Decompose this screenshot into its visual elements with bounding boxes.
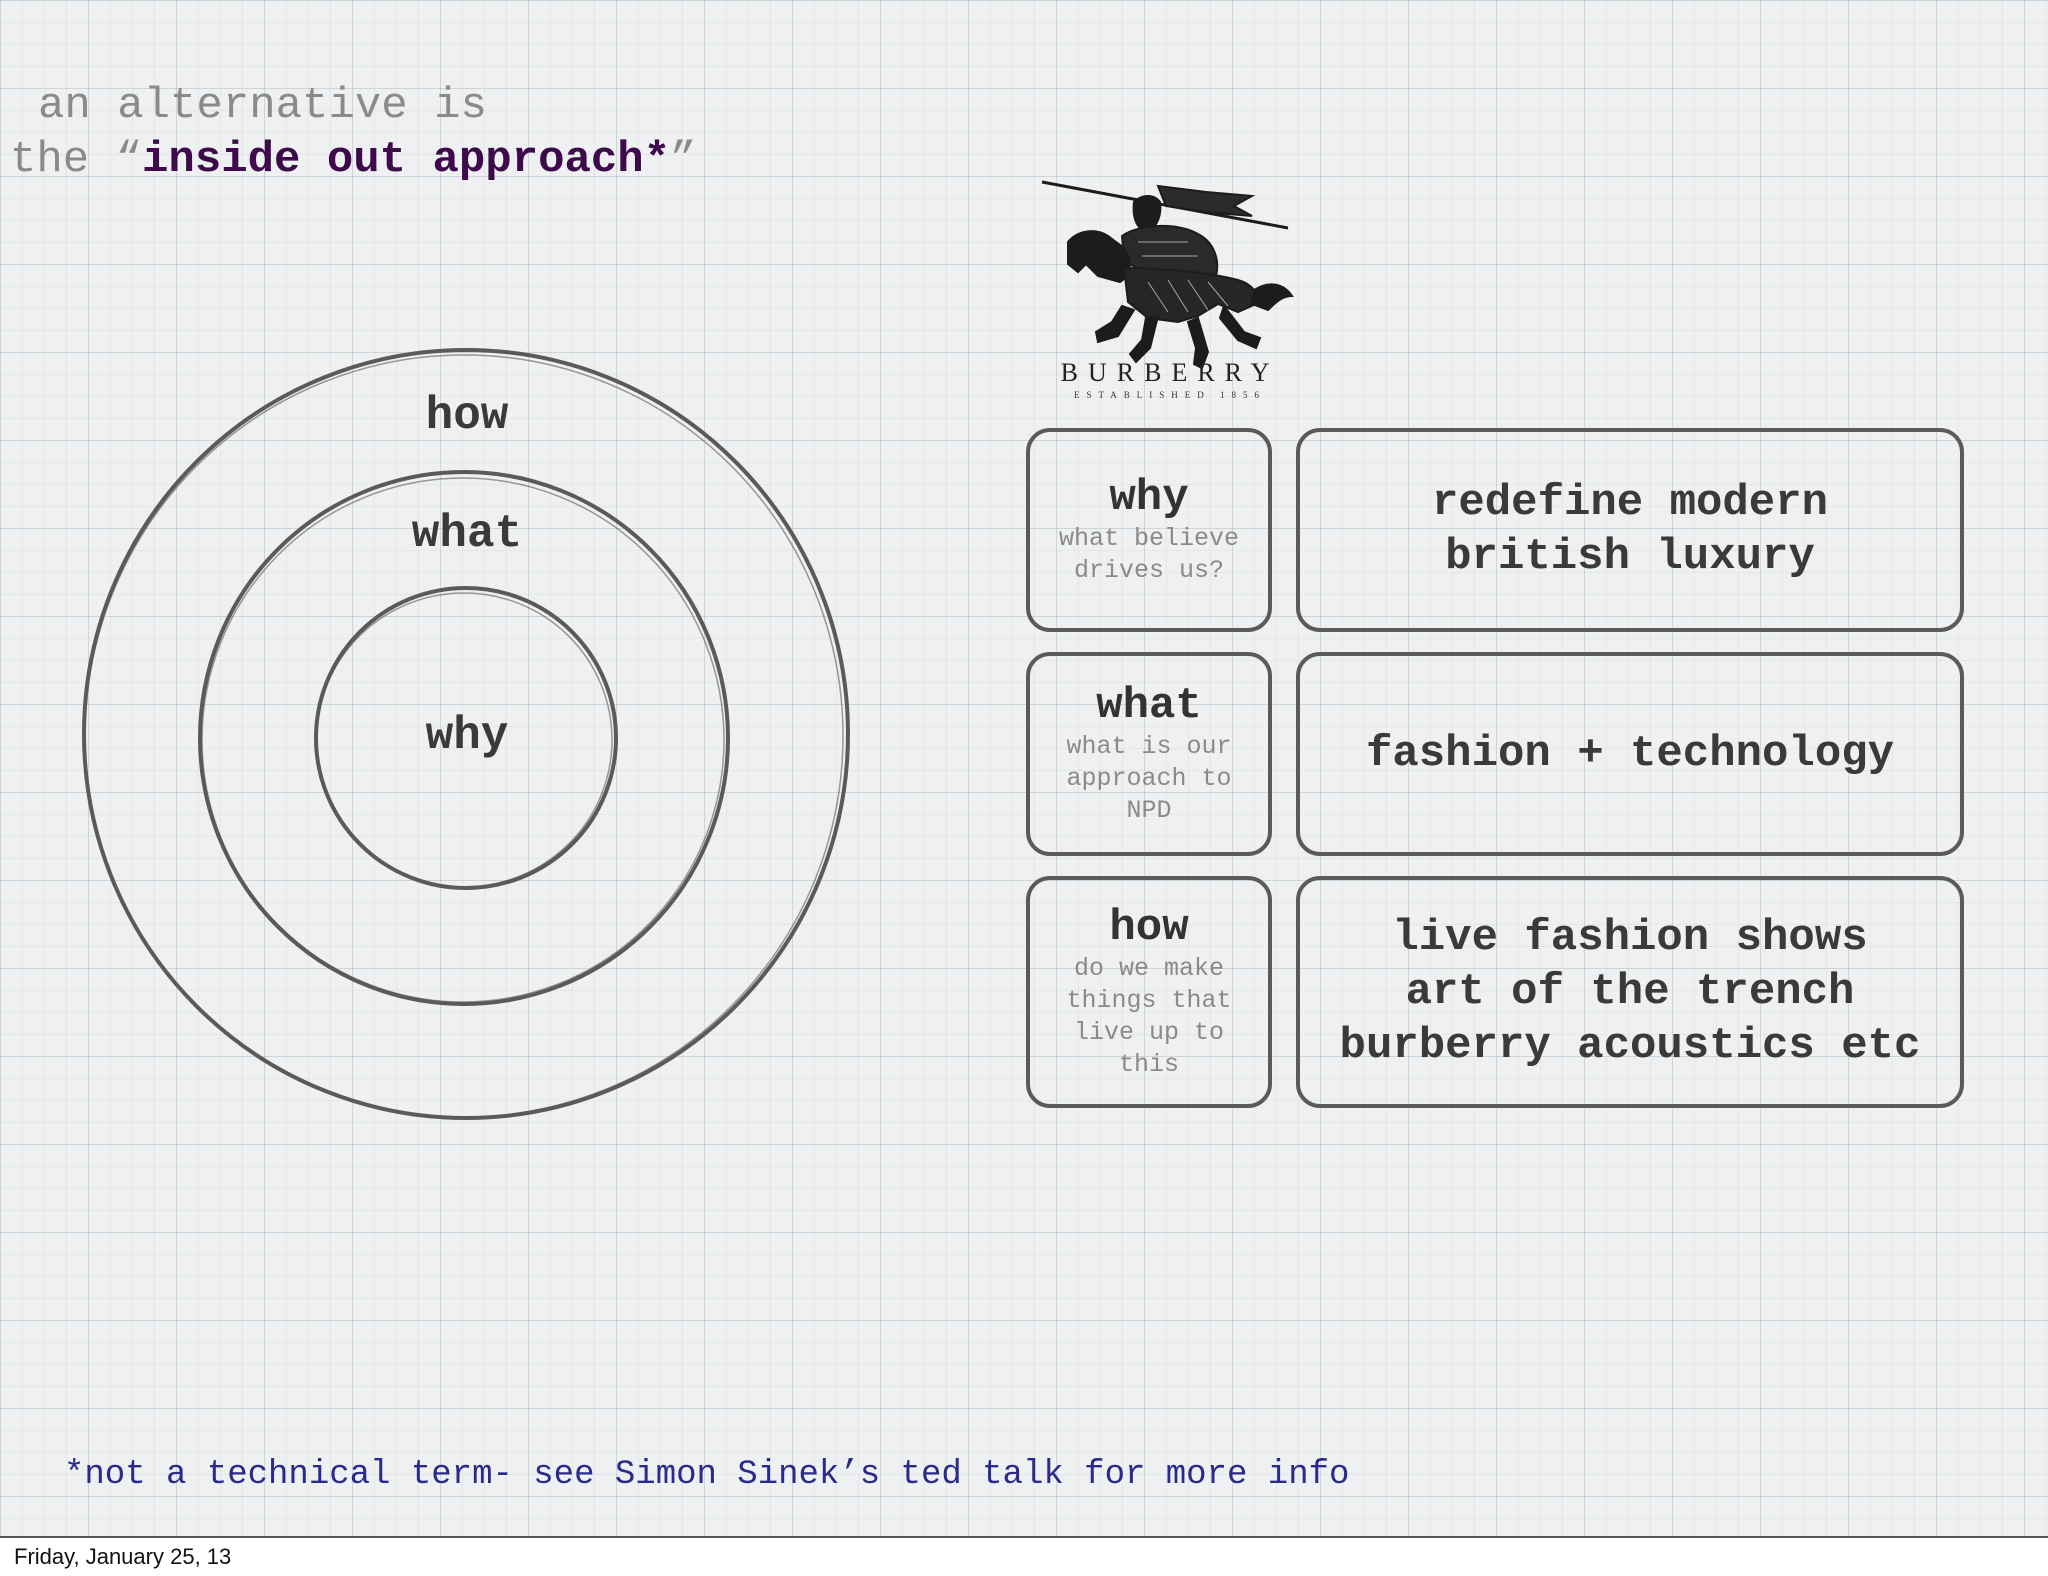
brand-name: BURBERRY [1060, 358, 1280, 387]
middle-ring-label: what [411, 508, 523, 560]
what-question: what is our approach to NPD [1066, 732, 1232, 826]
why-answer-box: redefine modern british luxury [1296, 428, 1964, 632]
equestrian-knight-logo-icon [1041, 180, 1294, 370]
golden-circle-diagram: how what why [80, 340, 860, 1130]
title-line-1: an alternative is [38, 81, 487, 131]
why-question: what believe drives us? [1058, 524, 1240, 586]
what-heading: what [1096, 680, 1202, 731]
how-question: do we make things that live up to this [1066, 954, 1232, 1080]
outer-circle [82, 348, 850, 1120]
what-answer-box: fashion + technology [1296, 652, 1964, 856]
what-question-box: what what is our approach to NPD [1026, 652, 1272, 856]
date-stamp: Friday, January 25, 13 [14, 1544, 232, 1569]
slide: an alternative is the “inside out approa… [0, 0, 2048, 1538]
middle-circle [198, 470, 730, 1006]
inner-ring-label: why [425, 710, 509, 762]
title-prefix: the “ [10, 135, 143, 185]
title-highlight: inside out approach* [142, 135, 671, 185]
outer-ring-label: how [425, 390, 509, 442]
how-question-box: how do we make things that live up to th… [1026, 876, 1272, 1108]
how-heading: how [1109, 902, 1189, 953]
title-suffix: ” [670, 135, 697, 185]
concentric-circles [82, 348, 850, 1120]
footnote: *not a technical term- see Simon Sinek’s… [64, 1456, 1350, 1494]
brand-subtitle: ESTABLISHED 1856 [1073, 390, 1267, 400]
why-heading: why [1109, 472, 1189, 523]
what-answer: fashion + technology [1365, 729, 1895, 779]
how-answer-box: live fashion shows art of the trench bur… [1296, 876, 1964, 1108]
title-line-2: the “inside out approach*” [10, 138, 697, 182]
how-answer: live fashion shows art of the trench bur… [1339, 913, 1921, 1071]
why-answer: redefine modern british luxury [1431, 478, 1829, 582]
why-question-box: why what believe drives us? [1026, 428, 1272, 632]
